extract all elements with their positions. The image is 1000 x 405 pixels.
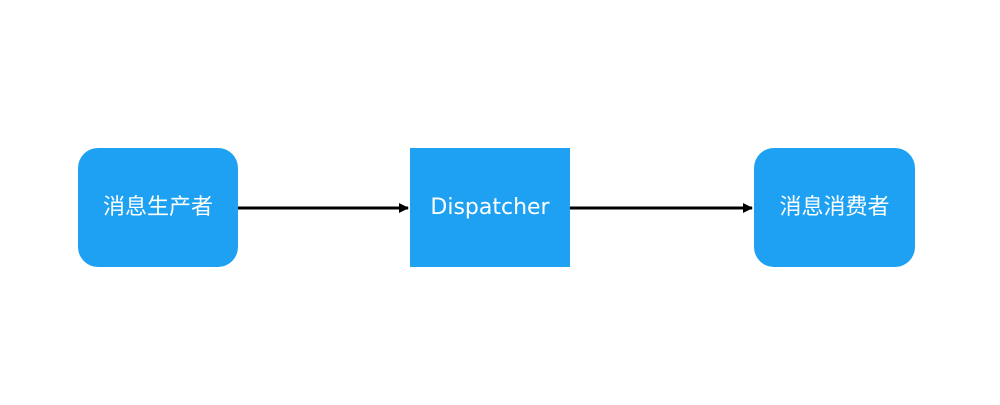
node-message-producer: 消息生产者 xyxy=(78,148,238,267)
node-message-producer-label: 消息生产者 xyxy=(102,194,213,220)
node-message-consumer: 消息消费者 xyxy=(754,148,915,267)
node-dispatcher: Dispatcher xyxy=(410,148,570,267)
node-dispatcher-label: Dispatcher xyxy=(430,194,550,220)
node-message-consumer-label: 消息消费者 xyxy=(779,194,890,220)
